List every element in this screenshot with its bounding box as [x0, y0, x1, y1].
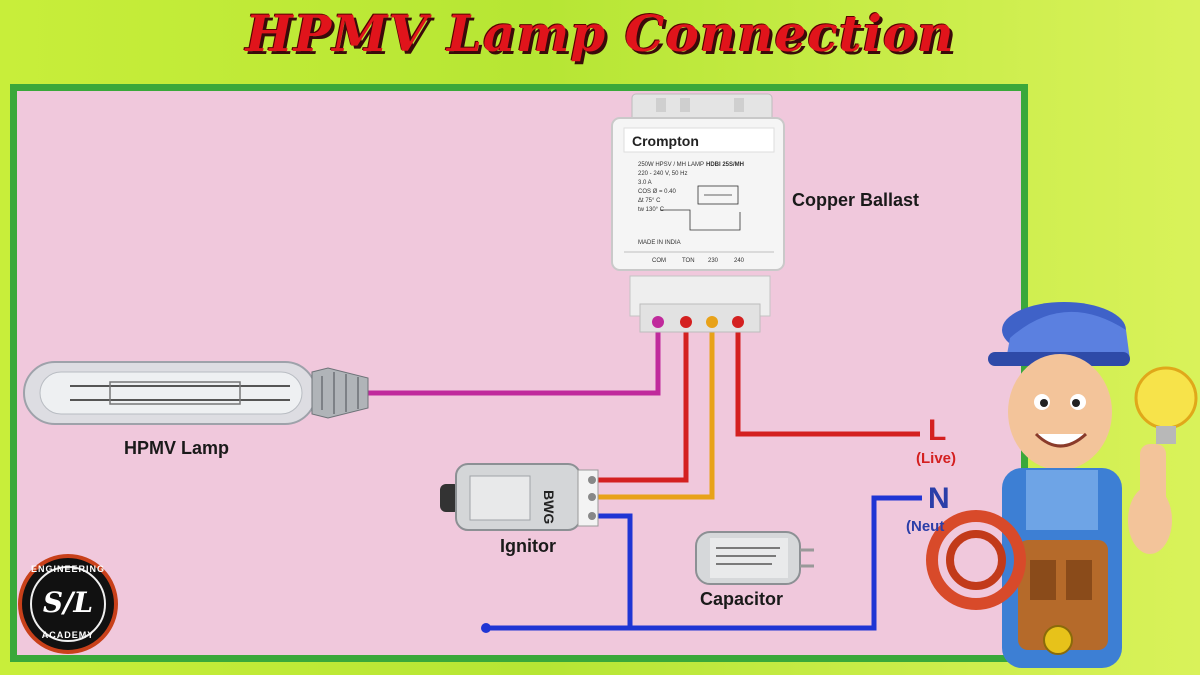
wire-ignitor-neutral	[598, 513, 633, 628]
copper-ballast-label: Copper Ballast	[792, 190, 920, 210]
ballast-ta: Δt 75° C	[638, 198, 661, 204]
ballast-tw: tw 130° C	[638, 207, 665, 213]
logo-ring	[30, 566, 106, 642]
ballast-terminal-com	[652, 316, 664, 328]
ignitor-brand: BWG	[541, 490, 557, 524]
ballast-rating: 220 - 240 V, 50 Hz	[638, 171, 687, 177]
logo-top-text: ENGINEERING	[30, 564, 105, 574]
ballast-pf: COS Ø = 0.40	[638, 189, 677, 195]
wire-ballast-live	[735, 322, 920, 437]
technician-illustration	[926, 302, 1198, 668]
wire-ignitor-ballast-orange	[598, 322, 715, 500]
ballast-model: HDBI 25S/MH	[706, 162, 744, 168]
logo-bottom-text: ACADEMY	[41, 630, 95, 640]
capacitor-label: Capacitor	[700, 589, 784, 609]
ballast-term-label: 230	[708, 258, 719, 264]
wire-neutral-bus	[486, 495, 922, 631]
academy-logo: ENGINEERING S/L ACADEMY	[18, 554, 118, 654]
ballast-current: 3.0 A	[638, 180, 652, 186]
wire-ignitor-ballast-red	[598, 322, 689, 483]
neutral-terminal-letter: N	[928, 482, 950, 515]
live-terminal-label: (Live)	[916, 450, 957, 467]
ballast-term-label: 240	[734, 258, 745, 264]
capacitor	[695, 531, 814, 585]
neutral-terminal-label: (Neut	[906, 518, 945, 535]
hpmv-lamp-label: HPMV Lamp	[124, 438, 230, 458]
ballast-terminal-ign	[680, 316, 692, 328]
page-title: HPMV Lamp Connection	[245, 4, 955, 63]
ballast-brand: Crompton	[632, 133, 699, 149]
ignitor: BWG	[440, 463, 599, 531]
wire-lamp-ballast	[368, 322, 661, 396]
copper-ballast: Crompton 250W HPSV / MH LAMP HDBI 25S/MH…	[611, 93, 785, 333]
ballast-spec: 250W HPSV / MH LAMP	[638, 162, 704, 168]
hpmv-lamp	[23, 361, 369, 425]
ballast-terminal-240	[732, 316, 744, 328]
live-terminal-letter: L	[928, 414, 947, 447]
ballast-term-label: COM	[652, 258, 666, 264]
ballast-terminal-230	[706, 316, 718, 328]
logo-initials: S/L	[42, 586, 94, 619]
ballast-term-label: TON	[682, 258, 695, 264]
ballast-origin: MADE IN INDIA	[638, 240, 681, 246]
ignitor-label: Ignitor	[500, 536, 556, 556]
